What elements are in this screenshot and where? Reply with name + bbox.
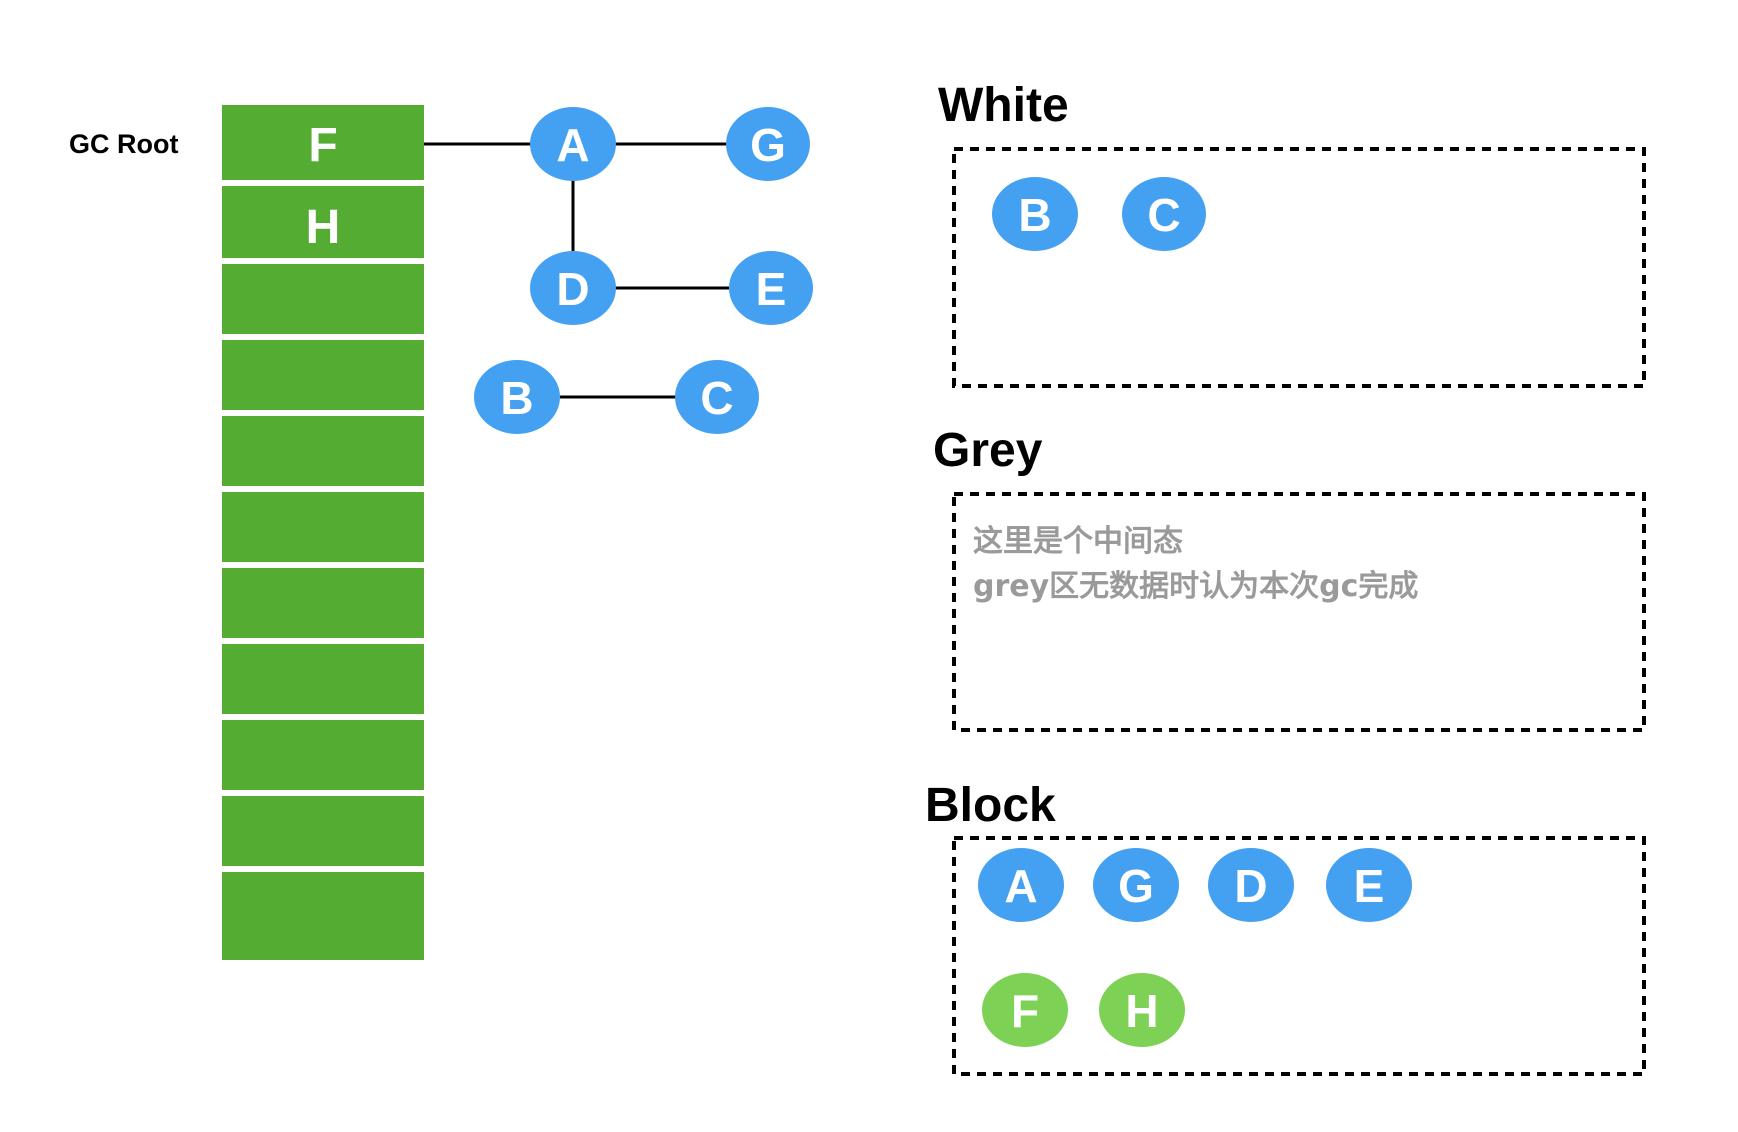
graph-nodes: A G D E B C bbox=[474, 107, 813, 434]
node-d: D bbox=[530, 251, 616, 325]
white-node-b: B bbox=[992, 177, 1078, 251]
root-slot-9 bbox=[222, 796, 424, 866]
black-set-title: Block bbox=[925, 779, 1056, 832]
root-slot-4 bbox=[222, 416, 424, 486]
black-node-h-label: H bbox=[1125, 985, 1158, 1037]
node-c-label: C bbox=[700, 372, 733, 424]
graph-edges bbox=[424, 142, 729, 399]
white-node-b-label: B bbox=[1018, 189, 1051, 241]
white-set-title: White bbox=[938, 79, 1069, 132]
node-g-label: G bbox=[750, 119, 786, 171]
root-slot-0 bbox=[222, 105, 424, 180]
node-b: B bbox=[474, 360, 560, 434]
black-node-f-label: F bbox=[1011, 985, 1039, 1037]
root-slot-label-f: F bbox=[308, 119, 337, 172]
black-node-g-label: G bbox=[1118, 860, 1154, 912]
root-slot-5 bbox=[222, 492, 424, 562]
gc-root-stack: F H bbox=[222, 105, 424, 960]
black-set-box bbox=[952, 836, 1646, 1076]
black-node-g: G bbox=[1093, 848, 1179, 922]
node-c: C bbox=[675, 360, 759, 434]
node-b-label: B bbox=[500, 372, 533, 424]
root-slot-7 bbox=[222, 644, 424, 714]
node-e-label: E bbox=[756, 263, 787, 315]
node-a-label: A bbox=[556, 119, 589, 171]
black-node-a: A bbox=[978, 848, 1064, 922]
node-g: G bbox=[726, 107, 810, 181]
black-node-h: H bbox=[1099, 973, 1185, 1047]
black-node-d: D bbox=[1208, 848, 1294, 922]
root-slot-1 bbox=[222, 186, 424, 258]
node-a: A bbox=[530, 107, 616, 181]
root-slot-8 bbox=[222, 720, 424, 790]
grey-set-box bbox=[952, 492, 1646, 732]
black-node-e-label: E bbox=[1354, 860, 1385, 912]
white-node-c-label: C bbox=[1147, 189, 1180, 241]
black-node-e: E bbox=[1326, 848, 1412, 922]
root-slot-label-h: H bbox=[306, 201, 341, 254]
black-node-d-label: D bbox=[1234, 860, 1267, 912]
white-set-box bbox=[952, 147, 1646, 388]
black-node-f: F bbox=[982, 973, 1068, 1047]
grey-set-title: Grey bbox=[933, 424, 1043, 477]
black-node-a-label: A bbox=[1004, 860, 1037, 912]
root-slot-2 bbox=[222, 264, 424, 334]
node-d-label: D bbox=[556, 263, 589, 315]
grey-note-line-2: grey区无数据时认为本次gc完成 bbox=[973, 569, 1418, 604]
root-slot-10 bbox=[222, 872, 424, 960]
node-e: E bbox=[729, 251, 813, 325]
grey-note-line-1: 这里是个中间态 bbox=[973, 524, 1183, 559]
gc-root-label: GC Root bbox=[69, 129, 178, 159]
root-slot-6 bbox=[222, 568, 424, 638]
root-slot-3 bbox=[222, 340, 424, 410]
white-node-c: C bbox=[1122, 177, 1206, 251]
